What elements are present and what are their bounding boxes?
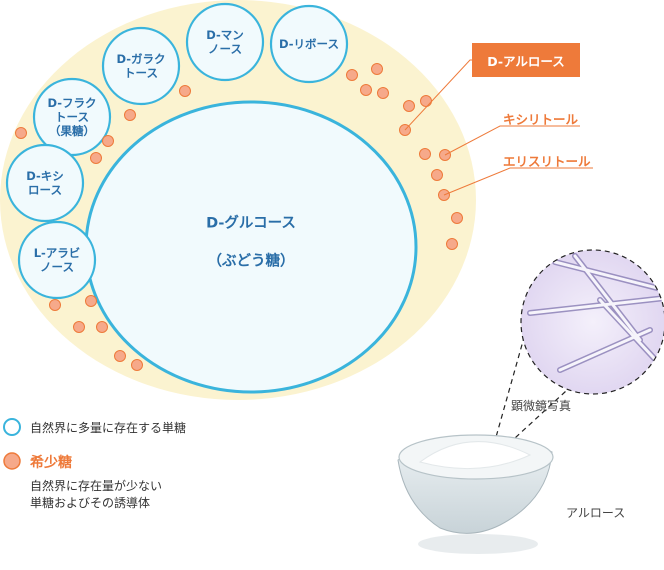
- microscope-caption: 顕微鏡写真: [511, 399, 572, 413]
- mannose-circle: [185, 2, 265, 82]
- ribose-circle: [269, 4, 349, 84]
- allulose-highlight: D-アルロース: [472, 43, 580, 77]
- glucose-name: D-グルコース: [206, 215, 296, 232]
- arabinose-circle: [17, 220, 97, 300]
- xylose-circle: [5, 143, 85, 223]
- glucose-label: D-グルコース （ぶどう糖）: [206, 196, 296, 291]
- galactose-label: D-ガラク トース: [116, 52, 166, 80]
- allulose-bowl: [397, 434, 554, 554]
- product-caption: アルロース: [566, 506, 626, 520]
- xylitol-label: キシリトール: [503, 112, 579, 127]
- legend-abundant-marker: [3, 418, 21, 436]
- legend-abundant-text: 自然界に多量に存在する単糖: [30, 421, 187, 435]
- microscope-photo: [520, 249, 664, 395]
- legend-rare-description: 自然界に存在量が少ない 単糖およびその誘導体: [30, 479, 163, 510]
- legend-rare-marker: [3, 452, 21, 470]
- galactose-circle: [101, 26, 181, 106]
- arabinose-label: L-アラビ ノース: [33, 246, 81, 274]
- fructose-label: D-フラク トース （果糖）: [47, 96, 97, 138]
- rare-sugar-dots: [15, 63, 463, 371]
- mannose-label: D-マン ノース: [206, 28, 244, 56]
- xylose-label: D-キシ ロース: [26, 169, 64, 197]
- legend-rare-title: 希少糖: [30, 455, 72, 471]
- ribose-label: D-リボース: [279, 37, 339, 51]
- erythritol-label: エリスリトール: [503, 154, 591, 169]
- glucose-subname: （ぶどう糖）: [207, 253, 295, 270]
